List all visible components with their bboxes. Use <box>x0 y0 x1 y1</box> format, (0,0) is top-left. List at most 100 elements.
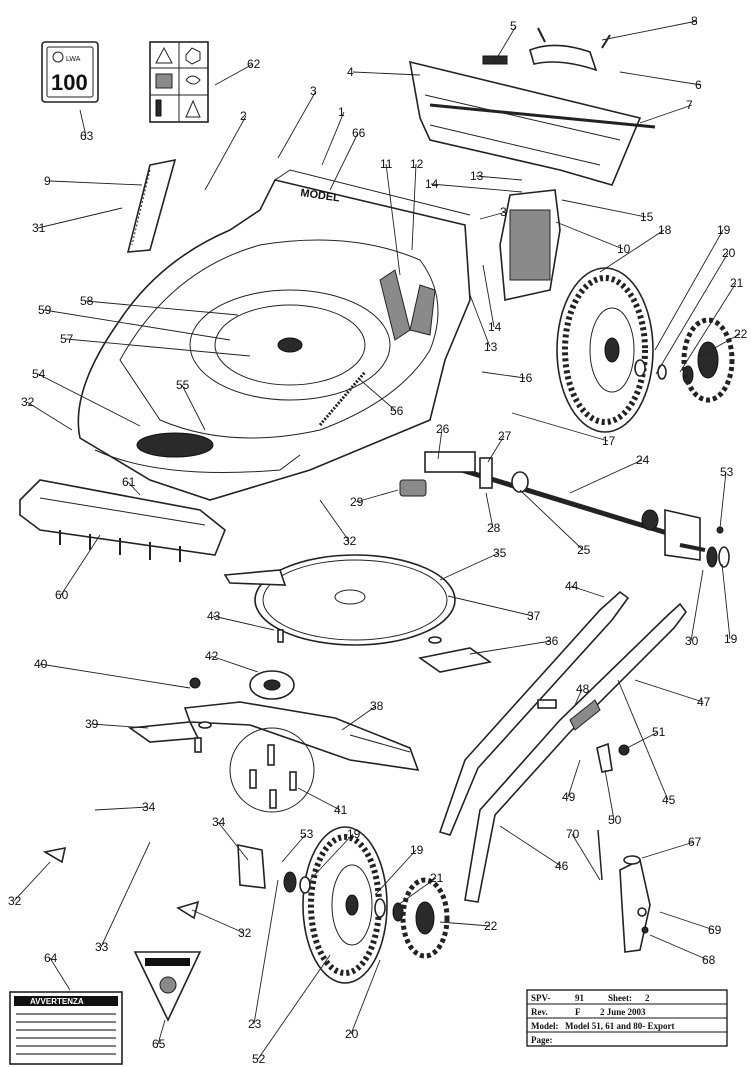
callout-leader-7 <box>639 104 693 124</box>
callout-10: 10 <box>617 242 631 256</box>
callout-2: 2 <box>240 109 247 123</box>
callout-leader-47 <box>634 679 704 703</box>
callout-leader-26 <box>437 428 443 460</box>
callout-leader-16 <box>481 371 526 379</box>
callout-19: 19 <box>717 223 731 237</box>
callout-leader-18 <box>599 229 665 273</box>
callout-59: 59 <box>38 303 52 317</box>
callout-38: 38 <box>370 699 384 713</box>
blade-nuts <box>189 677 212 753</box>
callout-21: 21 <box>430 871 444 885</box>
callout-70: 70 <box>566 827 580 841</box>
callout-39: 39 <box>85 717 99 731</box>
blade-bolt-set <box>229 727 315 813</box>
warning-decal: AVVERTENZA <box>9 991 123 1065</box>
blade-adapter <box>249 670 295 700</box>
callout-16: 16 <box>519 371 533 385</box>
callout-11: 11 <box>380 157 393 171</box>
callout-leader-64 <box>49 957 71 991</box>
callout-leader-44 <box>570 585 605 598</box>
callout-17: 17 <box>602 434 616 448</box>
callout-leader-4 <box>352 71 421 76</box>
callout-19: 19 <box>410 843 424 857</box>
callout-54: 54 <box>32 367 46 381</box>
tb-row1-c1-value: 91 <box>575 993 585 1003</box>
rear-axle <box>424 451 706 561</box>
callout-leader-21 <box>397 877 437 906</box>
callout-32: 32 <box>343 534 357 548</box>
callout-leader-13 <box>475 175 523 181</box>
callout-leader-55 <box>181 384 206 431</box>
callout-1: 1 <box>338 105 345 119</box>
carry-handle <box>529 44 598 72</box>
noise-value-label: 100 <box>51 70 88 95</box>
callout-leader-31 <box>37 207 123 229</box>
callout-leader-32 <box>191 909 245 934</box>
callout-26: 26 <box>436 422 450 436</box>
tb-model-value: Model 51, 61 and 80- Export <box>565 1021 675 1031</box>
callout-leader-57 <box>65 338 251 357</box>
callout-7: 7 <box>686 98 693 112</box>
tb-row1-c2-label: Sheet: <box>608 993 632 1003</box>
callout-leader-19 <box>721 563 731 640</box>
callout-29: 29 <box>350 495 364 509</box>
callout-34: 34 <box>142 800 156 814</box>
callout-46: 46 <box>555 859 569 873</box>
callout-6: 6 <box>695 78 702 92</box>
callout-22: 22 <box>484 919 498 933</box>
callout-9: 9 <box>44 174 51 188</box>
callout-leader-28 <box>485 492 494 529</box>
front-axle <box>35 798 251 872</box>
callout-49: 49 <box>562 790 576 804</box>
callout-leader-56 <box>357 377 397 412</box>
small-knife <box>127 721 200 743</box>
warning-decal-title: AVVERTENZA <box>30 997 84 1006</box>
callout-leader-34 <box>94 806 149 811</box>
callout-3: 3 <box>310 84 317 98</box>
callout-13: 13 <box>470 169 484 183</box>
deck-spring <box>318 371 367 426</box>
callout-leader-66 <box>329 132 359 191</box>
callout-leader-69 <box>659 911 715 931</box>
callout-63: 63 <box>80 129 94 143</box>
callout-leader-22 <box>439 921 491 927</box>
tb-row1-c2-value: 2 <box>645 993 650 1003</box>
noise-level-decal: LWA 100 <box>41 41 99 103</box>
callout-56: 56 <box>390 404 404 418</box>
callout-32: 32 <box>8 894 22 908</box>
callout-leader-34 <box>217 821 249 861</box>
callout-leader-8 <box>601 20 698 41</box>
callout-52: 52 <box>252 1052 266 1066</box>
cutting-disc <box>223 554 456 646</box>
callout-32: 32 <box>238 926 252 940</box>
callout-leader-35 <box>439 552 500 581</box>
callout-leader-42 <box>210 655 259 673</box>
callout-leader-13 <box>469 294 491 348</box>
rear-flap <box>408 60 642 186</box>
front-guard <box>19 479 226 562</box>
axle-bushing <box>399 479 427 497</box>
flap-grip <box>482 55 508 65</box>
rear-wheel-upper <box>556 267 654 433</box>
callout-50: 50 <box>608 813 622 827</box>
callout-leader-21 <box>679 282 737 373</box>
callout-19: 19 <box>724 632 738 646</box>
disc-knife <box>418 636 492 673</box>
callout-leader-17 <box>511 412 609 442</box>
height-adjust-lever <box>499 189 561 301</box>
callout-leader-20 <box>350 959 381 1035</box>
callout-61: 61 <box>122 475 136 489</box>
callout-21: 21 <box>730 276 744 290</box>
callout-leader-52 <box>257 954 331 1060</box>
safety-pictogram-decal <box>149 41 209 123</box>
callout-leader-67 <box>641 841 695 859</box>
callout-18: 18 <box>658 223 672 237</box>
wheel-washers-lower <box>283 871 404 922</box>
callout-leader-12 <box>411 163 417 251</box>
callout-5: 5 <box>510 19 517 33</box>
callout-27: 27 <box>498 429 512 443</box>
callout-leader-30 <box>690 569 704 642</box>
callout-leader-23 <box>253 879 279 1025</box>
tb-page-label: Page: <box>531 1035 553 1045</box>
callout-leader-59 <box>43 309 231 341</box>
